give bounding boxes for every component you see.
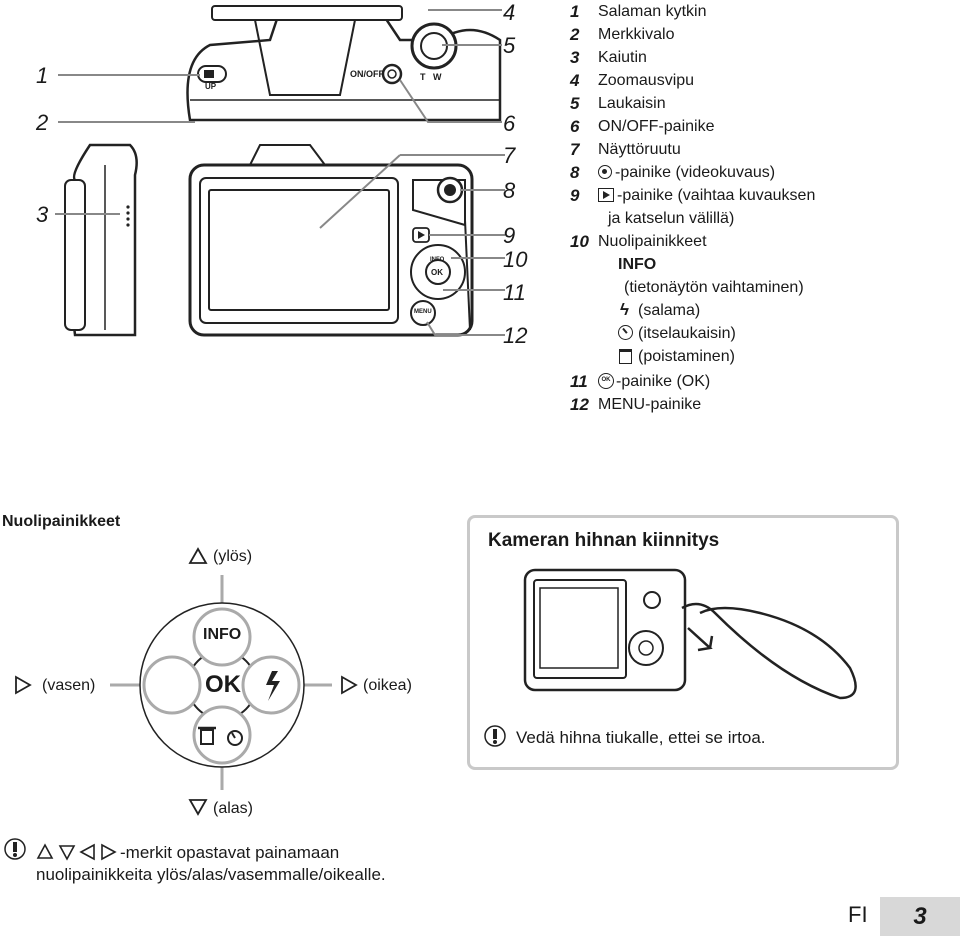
arrow-section-title: Nuolipainikkeet xyxy=(2,513,121,530)
callout-10: 10 xyxy=(503,247,528,272)
callout-9: 9 xyxy=(503,223,516,248)
play-icon xyxy=(598,188,614,202)
strap-title: Kameran hihnan kiinnitys xyxy=(488,530,720,551)
arrow-left-label: (vasen) xyxy=(42,677,96,694)
camera-side-view xyxy=(55,143,138,337)
camera-back-view xyxy=(188,144,505,337)
direction-triangles-icons xyxy=(36,843,117,861)
callout-3: 3 xyxy=(36,202,49,227)
strap-illustration xyxy=(523,568,857,700)
callout-8: 8 xyxy=(503,178,516,203)
callout-4: 4 xyxy=(503,0,516,25)
callout-12: 12 xyxy=(503,323,528,348)
callout-11: 11 xyxy=(503,280,526,305)
flash-icon: ϟ xyxy=(620,300,629,319)
flash-switch-label: UP xyxy=(205,82,217,91)
callout-5: 5 xyxy=(503,33,516,58)
callout-7: 7 xyxy=(503,143,516,168)
bottom-warning-icon xyxy=(4,838,26,860)
ok-icon: OK xyxy=(598,373,614,389)
self-timer-icon xyxy=(618,325,633,340)
back-info-label: INFO xyxy=(430,257,445,263)
bottom-note-line2: nuolipainikkeita ylös/alas/vasemmalle/oi… xyxy=(36,865,386,884)
arrow-down-label: (alas) xyxy=(213,800,254,817)
strap-note: Vedä hihna tiukalle, ettei se irtoa. xyxy=(516,728,766,747)
arrow-right-label: (oikea) xyxy=(363,677,412,694)
camera-top-view xyxy=(58,5,502,123)
footer-language: FI xyxy=(848,902,868,927)
back-ok-label: OK xyxy=(431,268,443,277)
arrow-pad-diagram xyxy=(15,547,358,816)
movie-icon xyxy=(598,165,612,179)
zoom-label: T W xyxy=(420,72,442,82)
strap-attachment-box: Kameran hihnan kiinnitys Vedä hihna tiuk… xyxy=(467,515,899,770)
callout-2: 2 xyxy=(36,110,49,135)
callout-1: 1 xyxy=(36,63,49,88)
pad-info-label: INFO xyxy=(203,626,242,643)
bottom-note-line1: -merkit opastavat painamaan xyxy=(120,843,340,862)
callout-6: 6 xyxy=(503,111,516,136)
warning-icon xyxy=(484,725,506,747)
trash-icon xyxy=(619,349,632,364)
pad-ok-label: OK xyxy=(205,671,241,698)
arrow-up-label: (ylös) xyxy=(213,548,253,565)
footer-page-number: 3 xyxy=(880,897,960,936)
back-menu-label: MENU xyxy=(414,309,432,315)
on-off-label: ON/OFF xyxy=(350,69,384,79)
